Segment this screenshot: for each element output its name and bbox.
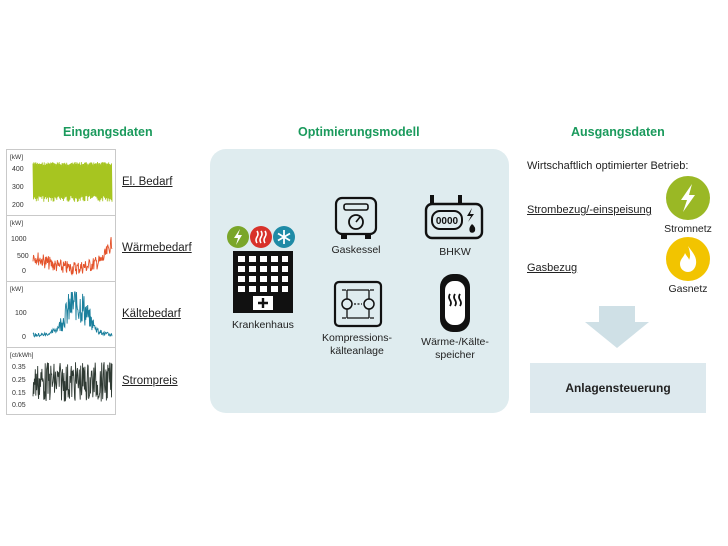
tick-label: 0 <box>22 334 26 341</box>
control-label: Anlagensteuerung <box>565 381 671 395</box>
storage-label-line2: speicher <box>435 349 475 361</box>
model-title: Optimierungsmodell <box>298 125 420 139</box>
tick-label: 300 <box>12 184 24 191</box>
series-line <box>32 291 113 338</box>
chart-waermebedarf-plot: [kW] 1000 500 0 <box>10 220 113 276</box>
tick-label: 500 <box>17 253 29 260</box>
series-line <box>32 237 113 276</box>
chart-strompreis: [ct/kWh] 0.35 0.25 0.15 0.05 <box>6 347 116 415</box>
chart-waermebedarf: [kW] 1000 500 0 <box>6 215 116 283</box>
control-box: Anlagensteuerung <box>530 363 706 413</box>
chp-label: BHKW <box>439 246 471 258</box>
chart-strompreis-plot: [ct/kWh] 0.35 0.25 0.15 0.05 <box>10 352 113 409</box>
link-gas-purchase[interactable]: Gasbezug <box>527 262 578 274</box>
hospital-icon <box>225 224 301 316</box>
tick-label: 0.35 <box>12 364 26 371</box>
boiler-label: Gaskessel <box>331 244 381 256</box>
el-bedarf-series <box>32 161 113 202</box>
chiller-label-line2: kälteanlage <box>330 345 384 357</box>
hospital-label: Krankenhaus <box>232 319 294 331</box>
chart-unit: [kW] <box>10 286 23 293</box>
series-line <box>32 161 113 202</box>
chp-icon: 0000 <box>424 194 486 240</box>
chart-unit: [ct/kWh] <box>10 352 34 359</box>
tick-label: 100 <box>15 310 27 317</box>
tick-label: 400 <box>12 166 24 173</box>
storage-label: Wärme-/Kälte- speicher <box>410 336 500 362</box>
waermebedarf-series <box>32 237 113 276</box>
boiler-icon <box>333 196 379 240</box>
gas-grid-icon <box>666 237 710 281</box>
series-line <box>32 362 113 402</box>
chiller-icon <box>333 280 383 328</box>
tick-label: 0 <box>22 268 26 275</box>
link-el-bedarf[interactable]: El. Bedarf <box>122 176 173 188</box>
chart-unit: [kW] <box>10 220 23 227</box>
chart-el-bedarf: [kW] 400 300 200 <box>6 149 116 217</box>
storage-label-line1: Wärme-/Kälte- <box>421 336 489 348</box>
gas-grid-label: Gasnetz <box>668 283 708 295</box>
chart-unit: [kW] <box>10 154 23 161</box>
power-grid-label: Stromnetz <box>664 223 712 235</box>
chart-el-bedarf-plot: [kW] 400 300 200 <box>10 154 113 209</box>
tick-label: 0.05 <box>12 402 26 409</box>
chart-kaeltebedarf: [kW] 100 0 <box>6 281 116 349</box>
link-power-exchange[interactable]: Strombezug/-einspeisung <box>527 204 652 216</box>
power-grid-icon <box>666 176 710 220</box>
link-strompreis[interactable]: Strompreis <box>122 375 178 387</box>
outputs-heading: Wirtschaftlich optimierter Betrieb: <box>527 160 689 172</box>
chp-screen-text: 0000 <box>436 216 459 227</box>
chiller-label: Kompressions- kälteanlage <box>313 332 401 358</box>
strompreis-series <box>32 362 113 402</box>
chiller-label-line1: Kompressions- <box>321 332 393 344</box>
tick-label: 1000 <box>11 236 27 243</box>
kaeltebedarf-series <box>32 291 113 338</box>
tick-label: 0.25 <box>12 377 26 384</box>
arrow-down-icon <box>585 306 649 348</box>
outputs-title: Ausgangsdaten <box>571 125 665 139</box>
storage-icon <box>437 272 473 334</box>
link-kaeltebedarf[interactable]: Kältebedarf <box>122 308 181 320</box>
inputs-title: Eingangsdaten <box>63 125 153 139</box>
chart-kaeltebedarf-plot: [kW] 100 0 <box>10 286 113 341</box>
link-waermebedarf[interactable]: Wärmebedarf <box>122 242 192 254</box>
tick-label: 200 <box>12 202 24 209</box>
tick-label: 0.15 <box>12 390 26 397</box>
